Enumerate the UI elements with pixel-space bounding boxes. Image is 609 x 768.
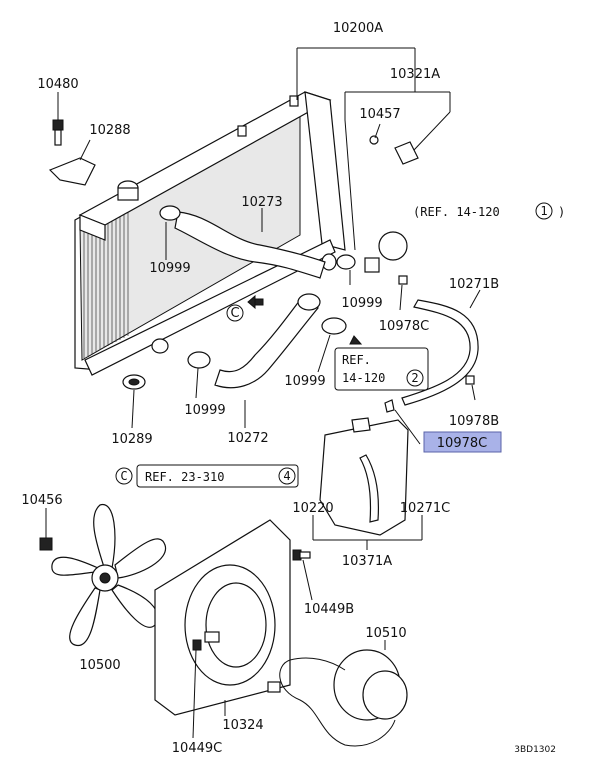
reserve-tank-top [364,231,408,273]
c-marker-circle [226,304,244,322]
fan-motor-10510 [267,649,408,747]
clamp-10999-d [187,351,211,369]
ref2-line1: REF. [342,353,371,367]
bolt-10449B [292,549,311,561]
label-10288: 10288 [89,123,130,138]
fan-10500 [51,504,167,647]
clip-10978B [465,375,475,385]
ref1-number: 1 [540,204,547,218]
label-10271C: 10271C [400,501,450,516]
label-10500: 10500 [79,658,120,673]
label-10999-b: 10999 [341,296,382,311]
ref2-number-circle [406,369,424,387]
label-10324: 10324 [222,718,263,733]
overflow-hose-10271B [401,299,479,406]
label-10271B: 10271B [449,277,499,292]
label-10978B: 10978B [449,414,499,429]
label-10371A: 10371A [342,554,392,569]
highlight-box [423,431,502,453]
ref3-number-circle [278,467,296,485]
label-10999-c: 10999 [284,374,325,389]
upper-hose-10273 [174,211,326,279]
arrow-to-ref2 [349,335,363,345]
shroud-10324 [154,519,291,716]
label-10480: 10480 [37,77,78,92]
label-10978C-upper: 10978C [379,319,429,334]
ref2-line2: 14-120 [342,371,385,385]
label-10449B: 10449B [304,602,354,617]
drawing-code: 3BD1302 [514,745,556,755]
label-10220: 10220 [292,501,333,516]
label-10510: 10510 [365,626,406,641]
label-10456: 10456 [21,493,62,508]
label-10457: 10457 [359,107,400,122]
ref3-number: 4 [283,469,290,483]
leader-lines [45,47,481,739]
label-10999-a: 10999 [149,261,190,276]
label-10449C: 10449C [172,741,222,756]
bracket-10288 [48,157,96,186]
reserve-tank-10220 [319,417,409,536]
ref3-text: REF. 23-310 [145,470,224,484]
bolt-10449C [192,639,202,651]
label-10999-d: 10999 [184,403,225,418]
bolt-10480 [52,119,64,146]
bushing-10289 [122,374,146,390]
ref3-c: C [120,469,127,483]
ref2-box [334,347,429,391]
label-10200A: 10200A [333,21,383,36]
clamp-10999-c [321,317,347,335]
label-10273: 10273 [241,195,282,210]
arrow-to-c [247,294,264,310]
ref2-number: 2 [411,371,418,385]
c-marker: C [230,306,239,321]
ref-14-120-1: (REF. 14-120 [413,205,500,219]
clamp-10999-a [159,205,181,221]
ref1-number-circle [535,202,553,220]
label-10289: 10289 [111,432,152,447]
label-10272: 10272 [227,431,268,446]
clip-10978C-lower [384,399,395,413]
ref1-close: ) [558,205,565,219]
label-10978C-highlighted[interactable]: 10978C [437,436,487,451]
ref1-text: (REF. 14-120 [413,205,500,219]
ref3-box [136,464,299,488]
clip-10978C-upper [398,275,408,285]
radiator-cap-10321A [369,135,419,165]
lower-hose-10272 [214,293,321,389]
label-10321A: 10321A [390,67,440,82]
nut-10456 [39,537,53,551]
clamp-10999-b [336,254,356,270]
ref3-c-circle [115,467,133,485]
